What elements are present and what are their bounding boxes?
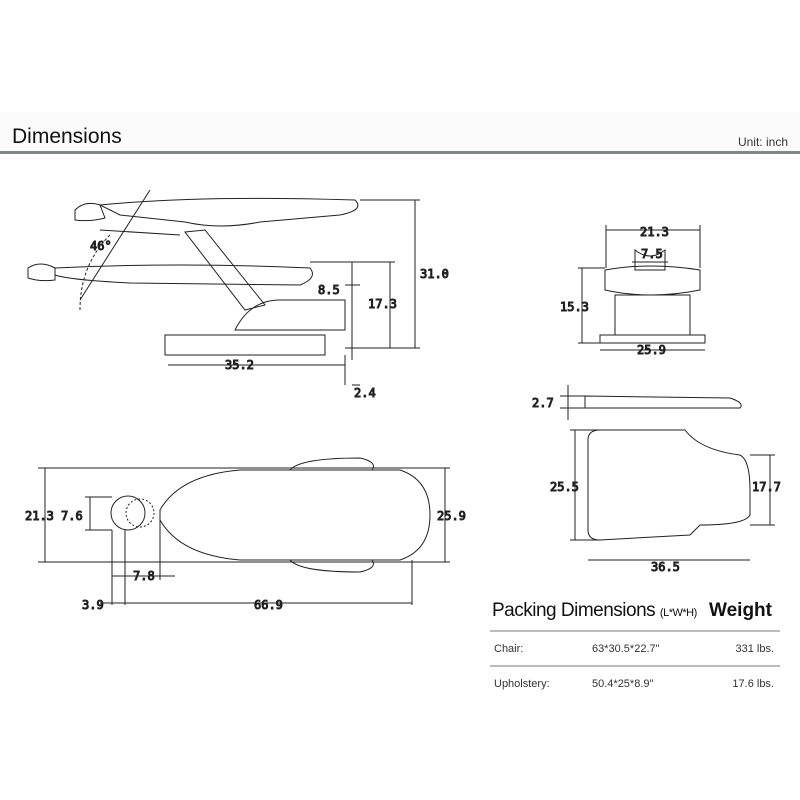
dim-label: 2.7: [532, 396, 554, 410]
header-divider: [0, 151, 800, 154]
header-bar: [0, 112, 800, 152]
dimension-labels: 46° 8.5 17.3 31.0 35.2 2.4 21.3 7.5 15.3…: [25, 225, 782, 613]
dim-label: 25.9: [437, 509, 466, 523]
dim-label: 17.3: [368, 297, 397, 311]
weight-header: Weight: [709, 600, 772, 621]
dim-label: 21.3: [25, 509, 54, 523]
base-side-drawing: [560, 385, 742, 420]
row-weight: 331 lbs.: [735, 642, 774, 655]
angle-label: 46°: [90, 239, 112, 253]
dim-label: 17.7: [752, 480, 781, 494]
dim-label: 7.5: [641, 247, 663, 261]
dim-label: 35.2: [225, 358, 254, 372]
packing-header: Packing Dimensions (L*W*H) Weight: [490, 600, 780, 632]
packing-table: Packing Dimensions (L*W*H) Weight Chair:…: [490, 600, 780, 700]
dim-label: 36.5: [651, 560, 680, 574]
dim-label: 21.3: [640, 225, 669, 239]
top-view-drawing: [38, 457, 450, 605]
packing-title: Packing Dimensions: [492, 600, 656, 621]
dim-label: 66.9: [254, 598, 283, 612]
page-title: Dimensions: [12, 125, 122, 148]
table-row: Chair: 63*30.5*22.7" 331 lbs.: [490, 632, 780, 667]
row-label: Upholstery:: [494, 677, 550, 690]
base-top-drawing: [570, 429, 775, 561]
unit-label: Unit: inch: [737, 135, 788, 149]
dim-label: 25.5: [550, 480, 579, 494]
table-row: Upholstery: 50.4*25*8.9" 17.6 lbs.: [490, 667, 780, 700]
dim-label: 7.8: [133, 569, 155, 583]
row-dims: 50.4*25*8.9": [592, 677, 654, 690]
side-view-drawing: [27, 189, 420, 386]
dim-label: 25.9: [637, 343, 666, 357]
row-dims: 63*30.5*22.7": [592, 642, 660, 655]
packing-title-suffix: (L*W*H): [659, 607, 697, 619]
dim-label: 8.5: [318, 283, 340, 297]
dim-label: 3.9: [82, 598, 104, 612]
dim-label: 7.6: [61, 509, 83, 523]
dim-label: 31.0: [420, 267, 449, 281]
front-view-drawing: [578, 225, 706, 351]
row-label: Chair:: [494, 642, 524, 655]
dim-label: 2.4: [354, 386, 376, 400]
dim-label: 15.3: [560, 300, 589, 314]
row-weight: 17.6 lbs.: [732, 677, 774, 690]
